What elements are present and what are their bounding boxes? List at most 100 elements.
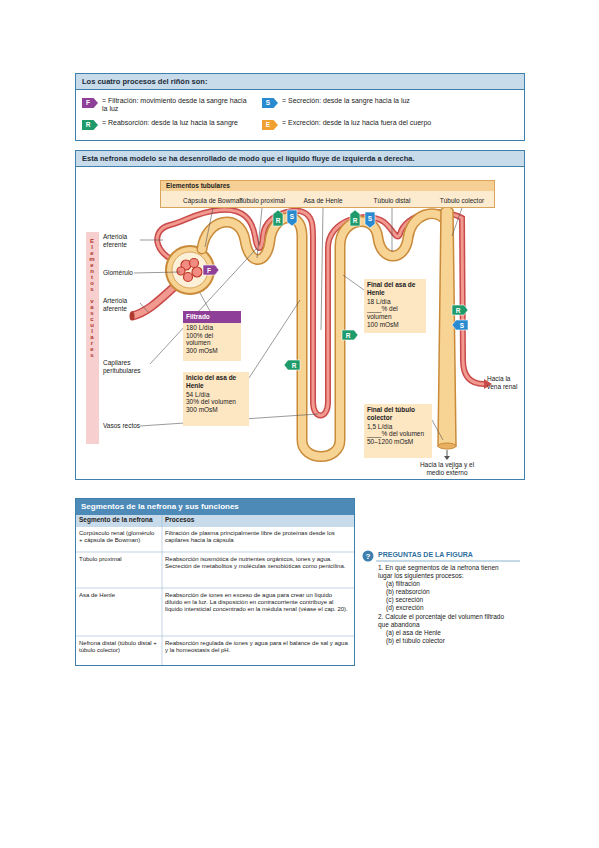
process-arrow bbox=[284, 360, 300, 370]
table-cell: Corpúsculo renal (glomérulo + cápsula de… bbox=[79, 530, 159, 544]
value-box: Final del túbulo colector1,5 L/día____% … bbox=[364, 404, 432, 458]
node-value: 100 mOsM bbox=[364, 321, 426, 329]
node-value: 18 L/día bbox=[364, 298, 426, 306]
segment-label: Cápsula de Bowman bbox=[183, 197, 243, 205]
legend-swatch bbox=[82, 98, 98, 108]
table-cell: Reabsorción regulada de iones y agua par… bbox=[165, 640, 351, 654]
vessel-label: Vasos rectos bbox=[103, 422, 149, 430]
leader-line bbox=[140, 303, 148, 312]
duct-opening bbox=[438, 443, 456, 449]
process-arrow bbox=[203, 265, 219, 275]
leader-line bbox=[134, 272, 180, 273]
question-text: (d) excreción bbox=[386, 604, 506, 612]
node-heading: Inicio del asa de Henle bbox=[183, 372, 249, 391]
process-arrow bbox=[273, 210, 283, 226]
process-arrow bbox=[452, 305, 468, 315]
glomerulus-loop bbox=[190, 259, 199, 268]
legend-text: = Excreción: desde la luz hacia fuera de… bbox=[282, 119, 512, 127]
leader-line bbox=[392, 208, 393, 252]
table-rule bbox=[162, 514, 163, 665]
leader-line bbox=[140, 240, 163, 241]
table-rule bbox=[76, 588, 354, 589]
flow-note: Hacia la vena renal bbox=[487, 375, 523, 391]
process-arrow bbox=[365, 212, 375, 228]
value-box: Inicio del asa de Henle54 L/día30% del v… bbox=[183, 372, 249, 426]
table-cell: Nefrona distal (túbulo distal + túbulo c… bbox=[79, 640, 159, 654]
legend-panel: Los cuatro procesos del riñón son: bbox=[75, 73, 525, 141]
leader-line bbox=[452, 208, 462, 236]
node-value: 1,5 L/día bbox=[364, 423, 432, 431]
process-letter: R bbox=[82, 120, 94, 130]
node-value: 50–1200 mOsM bbox=[364, 438, 432, 446]
questions-title: PREGUNTAS DE LA FIGURA bbox=[378, 551, 528, 559]
table-cell: Filtración de plasma principalmente libr… bbox=[165, 530, 351, 544]
segment-label: Túbulo proximal bbox=[232, 197, 292, 205]
question-text: (a) el asa de Henle bbox=[386, 629, 506, 637]
process-arrows bbox=[203, 210, 468, 370]
table-cell: Reabsorción de iones en exceso de agua p… bbox=[165, 592, 351, 614]
question-mark: ? bbox=[363, 551, 374, 562]
process-letter: S bbox=[286, 212, 298, 221]
node-heading: Final del asa de Henle bbox=[364, 279, 426, 298]
node-value: 300 mOsM bbox=[183, 347, 241, 355]
table-cell: Asa de Henle bbox=[79, 592, 159, 599]
process-letter: R bbox=[452, 306, 464, 315]
segment-label: Túbulo distal bbox=[362, 197, 422, 205]
table-rule bbox=[76, 552, 354, 553]
process-arrow bbox=[287, 210, 297, 226]
leader-line bbox=[257, 208, 262, 258]
outflow-arrowhead bbox=[444, 456, 450, 460]
outflow-line bbox=[447, 450, 448, 456]
process-arrow bbox=[342, 330, 358, 340]
glomerulus-loop bbox=[184, 273, 193, 282]
glomerulus-loop bbox=[192, 267, 202, 277]
table-header-row bbox=[76, 514, 354, 527]
leader-line bbox=[432, 420, 443, 440]
question-text: (c) secreción bbox=[386, 596, 506, 604]
process-letter: S bbox=[262, 98, 274, 108]
node-value: 300 mOsM bbox=[183, 406, 249, 414]
segment-label: Túbulo colector bbox=[432, 197, 492, 205]
leader-line bbox=[150, 248, 257, 364]
leader-line bbox=[205, 208, 213, 247]
table-cell: Túbulo proximal bbox=[79, 556, 159, 563]
process-letter: F bbox=[203, 266, 215, 275]
question-text: 1. En qué segmentos de la nefrona tienen… bbox=[378, 564, 508, 580]
node-heading: Elementos tubulares bbox=[161, 181, 494, 191]
node-heading: Elementos vasculares bbox=[89, 238, 95, 358]
node-value: 54 L/día bbox=[183, 391, 249, 399]
node-value: ____% del volumen bbox=[364, 305, 426, 321]
leader-line bbox=[321, 208, 323, 330]
question-text: (a) filtración bbox=[386, 580, 506, 588]
vessel-opening bbox=[130, 312, 135, 321]
node-heading: Segmentos de la nefrona y sus funciones bbox=[76, 499, 354, 515]
node-heading: Final del túbulo colector bbox=[364, 404, 432, 423]
vessel-label: Capilares peritubulares bbox=[103, 359, 149, 375]
question-text: 2. Calcule el porcentaje del volumen fil… bbox=[378, 613, 508, 629]
node-heading: Filtrado bbox=[183, 311, 241, 323]
node-heading: Los cuatro procesos del riñón son: bbox=[76, 74, 524, 90]
node-value: 30% del volumen bbox=[183, 398, 249, 406]
process-arrow bbox=[350, 210, 360, 226]
vascular-band: Elementos vasculares bbox=[86, 232, 99, 444]
node-value: 100% del volumen bbox=[183, 332, 241, 348]
segment-label: Asa de Henle bbox=[293, 197, 353, 205]
vessel-label: Arteriola aferente bbox=[103, 297, 143, 313]
process-arrow bbox=[452, 320, 468, 330]
capsule-lumen bbox=[172, 252, 208, 288]
question-icon bbox=[363, 551, 374, 562]
process-letter: E bbox=[262, 120, 274, 130]
legend-text: = Filtración: movimiento desde la sangre… bbox=[102, 97, 252, 114]
leader-line bbox=[343, 275, 364, 290]
leader-line bbox=[249, 300, 300, 378]
process-letter: R bbox=[272, 216, 284, 225]
table-rule bbox=[76, 636, 354, 637]
table-cell: Reabsorción isosmótica de nutrientes org… bbox=[165, 556, 351, 570]
question-text: (b) reabsorción bbox=[386, 588, 506, 596]
process-letter: S bbox=[456, 321, 468, 330]
vessel-label: Arteriola eferente bbox=[103, 233, 143, 249]
process-letter: R bbox=[288, 361, 300, 370]
table-header: Procesos bbox=[165, 516, 265, 524]
legend-text: = Secreción: desde la sangre hacia la lu… bbox=[282, 97, 512, 105]
